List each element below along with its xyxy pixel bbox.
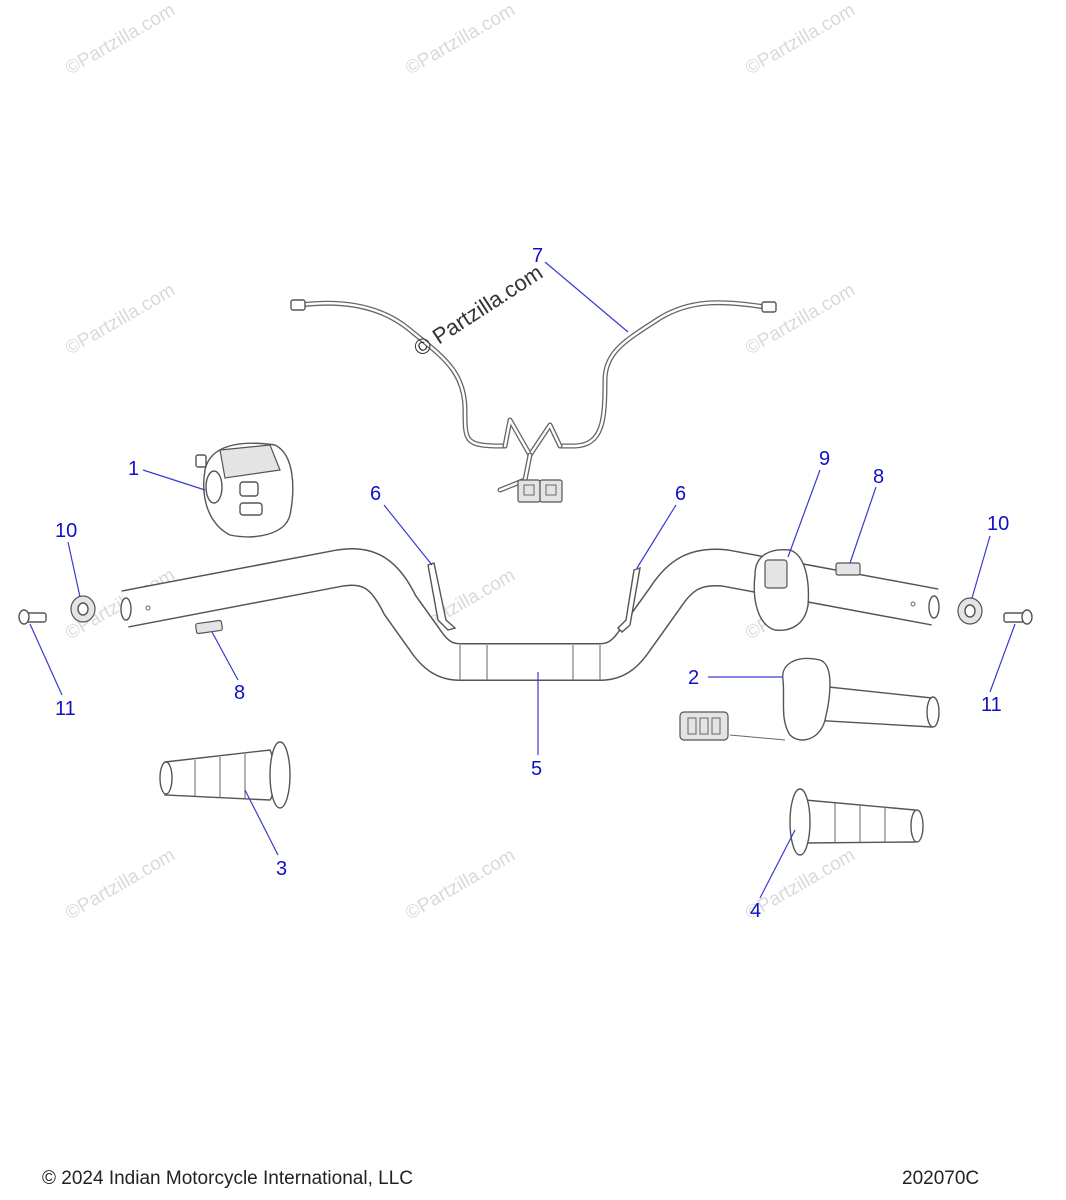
watermark-center: © Partzilla.com <box>409 259 547 361</box>
callout-numbers: 1 2 3 4 5 6 6 7 8 8 9 10 10 11 11 <box>55 245 1009 922</box>
part-8-clamps <box>195 562 861 635</box>
part-6-cable-clips <box>427 562 641 633</box>
callout-10-left: 10 <box>55 520 77 542</box>
part-11-bolts <box>18 609 1033 625</box>
callout-8-right: 8 <box>873 466 884 488</box>
watermark: ©Partzilla.com <box>62 0 179 79</box>
part-10-bar-end-weights <box>70 595 983 625</box>
drawing-number: 202070C <box>902 1168 980 1189</box>
callout-6-right: 6 <box>675 483 686 505</box>
part-9-right-switch-housing <box>753 548 810 632</box>
watermark: ©Partzilla.com <box>402 845 519 925</box>
leader-lines <box>29 261 1016 899</box>
part-1-left-switch-housing <box>195 442 294 538</box>
watermark: ©Partzilla.com <box>742 0 859 79</box>
callout-1: 1 <box>128 458 139 480</box>
callout-4: 4 <box>750 900 761 922</box>
part-7-wiring-harness <box>290 299 777 503</box>
part-5-handlebar <box>120 548 940 681</box>
callout-5: 5 <box>531 758 542 780</box>
callout-7: 7 <box>532 245 543 267</box>
callout-9: 9 <box>819 448 830 470</box>
part-4-right-grip <box>789 788 924 856</box>
watermark: ©Partzilla.com <box>62 845 179 925</box>
callout-8-left: 8 <box>234 682 245 704</box>
part-2-throttle-assembly <box>679 657 940 741</box>
callout-2: 2 <box>688 667 699 689</box>
part-3-left-grip <box>159 741 291 809</box>
watermark: ©Partzilla.com <box>62 280 179 360</box>
callout-3: 3 <box>276 858 287 880</box>
callout-11-right: 11 <box>981 694 1002 716</box>
watermark: ©Partzilla.com <box>742 280 859 360</box>
callout-11-left: 11 <box>55 698 76 720</box>
callout-10-right: 10 <box>987 513 1009 535</box>
callout-6-left: 6 <box>370 483 381 505</box>
watermark: ©Partzilla.com <box>402 0 519 79</box>
copyright-notice: © 2024 Indian Motorcycle International, … <box>42 1168 413 1189</box>
